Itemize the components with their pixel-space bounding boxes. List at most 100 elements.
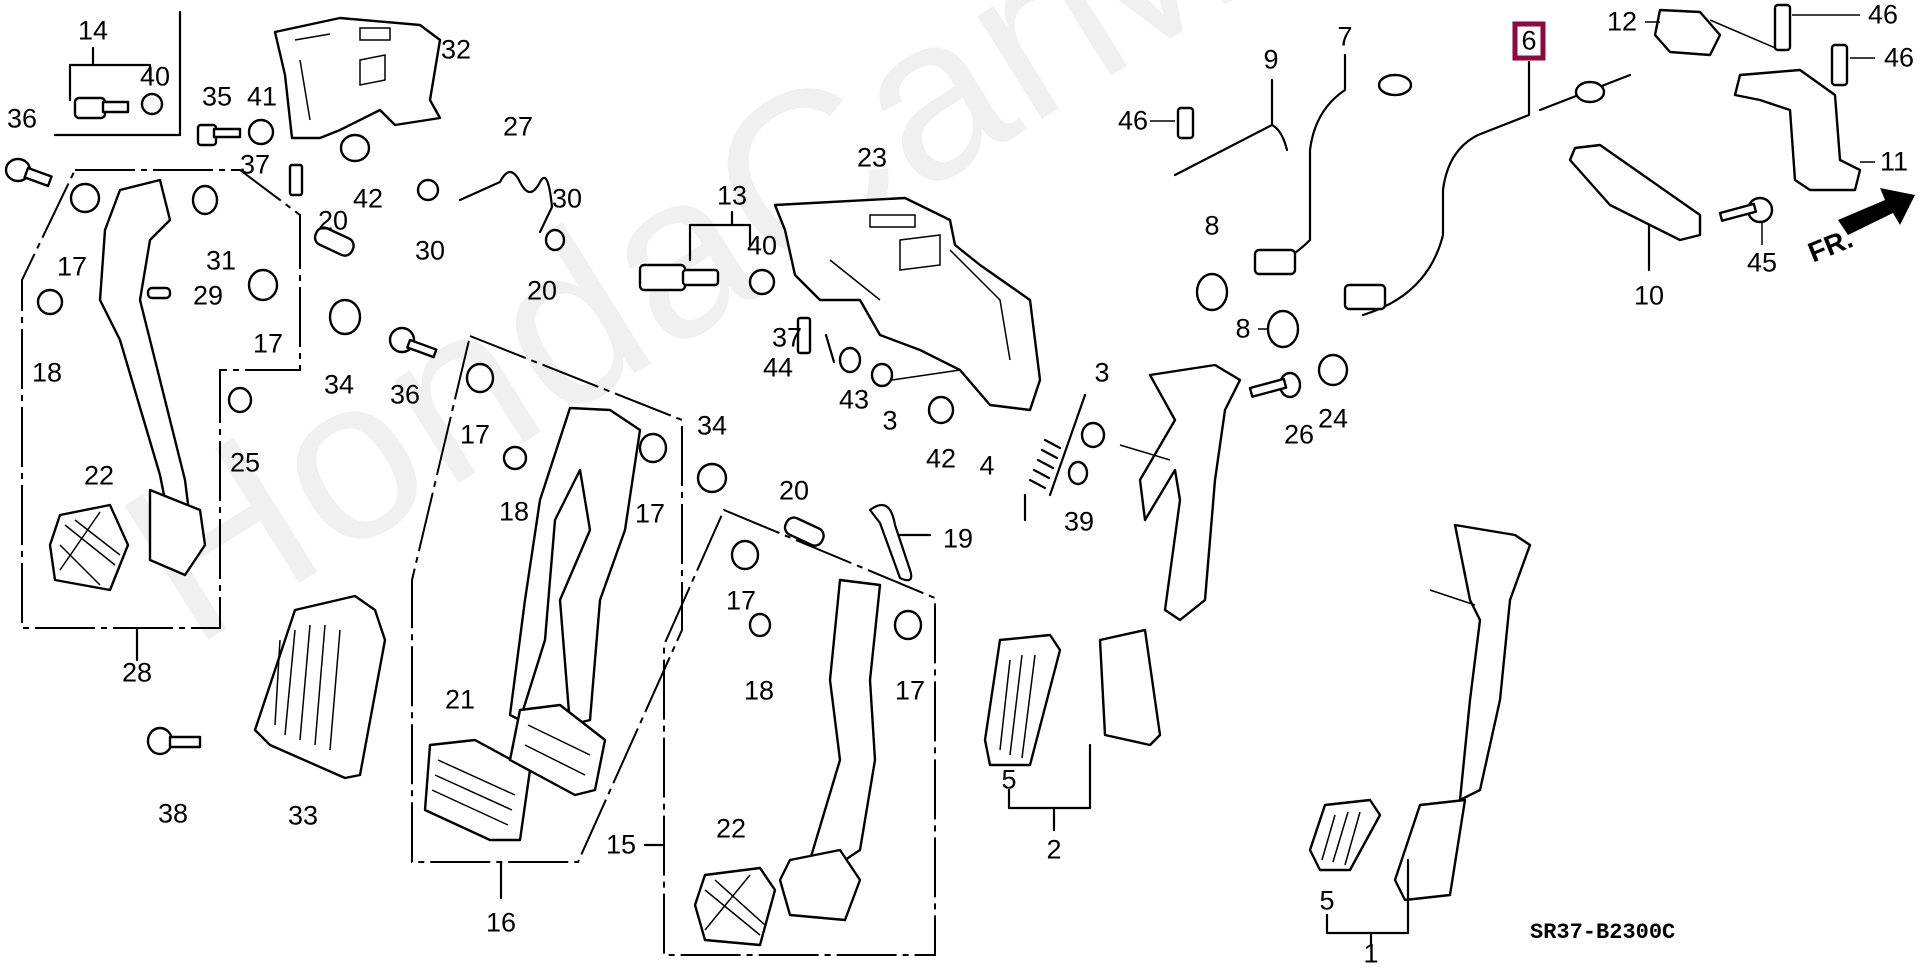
callout-30[interactable]: 30 [414,235,446,266]
callout-17[interactable]: 17 [634,498,666,529]
callout-32[interactable]: 32 [440,34,472,65]
washer-3b [1080,421,1106,449]
callout-5[interactable]: 5 [1001,764,1017,795]
clip-31 [191,184,219,216]
callout-28[interactable]: 28 [121,657,153,688]
callout-7[interactable]: 7 [1337,21,1353,52]
callout-40[interactable]: 40 [139,61,171,92]
callout-24[interactable]: 24 [1317,403,1349,434]
callout-17[interactable]: 17 [894,675,926,706]
callout-3[interactable]: 3 [882,405,898,436]
callout-23[interactable]: 23 [856,142,888,173]
callout-42[interactable]: 42 [925,443,957,474]
cable-6 [1343,60,1632,317]
callout-8[interactable]: 8 [1204,210,1220,241]
callout-46[interactable]: 46 [1883,42,1915,73]
bolt-45 [1718,196,1774,245]
brake-pedal-arm-manual [778,578,882,922]
callout-40[interactable]: 40 [746,230,778,261]
callout-36[interactable]: 36 [389,379,421,410]
callout-13[interactable]: 13 [716,180,748,211]
callout-34[interactable]: 34 [696,410,728,441]
callout-20[interactable]: 20 [526,275,558,306]
callout-6-highlighted[interactable]: 6 [1512,21,1546,61]
pin-44 [824,333,836,364]
callout-18[interactable]: 18 [743,675,775,706]
callout-8[interactable]: 8 [1235,313,1251,344]
bushing-17b [247,268,279,302]
washer-43 [838,346,862,374]
callout-14[interactable]: 14 [77,15,109,46]
collar-20a [313,226,355,257]
callout-34[interactable]: 34 [323,369,355,400]
callout-38[interactable]: 38 [157,798,189,829]
callout-46[interactable]: 46 [1117,105,1149,136]
callout-20[interactable]: 20 [778,475,810,506]
bushing-17a [69,182,101,214]
callout-18[interactable]: 18 [498,496,530,527]
callout-42[interactable]: 42 [352,183,384,214]
nut-42b [927,395,955,425]
bushing-17d [638,432,668,464]
diagram-code: SR37-B2300C [1530,920,1676,945]
callout-36[interactable]: 36 [6,103,38,134]
callout-1[interactable]: 1 [1363,938,1379,969]
fr-arrow [1838,188,1915,235]
callout-43[interactable]: 43 [838,384,870,415]
callout-37[interactable]: 37 [239,149,271,180]
bracket-32 [273,16,442,140]
callout-39[interactable]: 39 [1063,506,1095,537]
bracket-11 [1733,68,1875,192]
callout-35[interactable]: 35 [201,81,233,112]
cable-7 [1253,53,1413,276]
spring-27 [458,170,554,234]
callout-2[interactable]: 2 [1046,834,1062,865]
bolt-46b [1773,3,1860,52]
bracket-10 [1568,143,1702,272]
callout-16[interactable]: 16 [485,907,517,938]
washer-3a [870,362,961,388]
callout-22[interactable]: 22 [83,460,115,491]
callout-15[interactable]: 15 [605,829,637,860]
callout-33[interactable]: 33 [287,800,319,831]
stopper-18a [36,288,64,316]
callout-46[interactable]: 46 [1867,0,1899,30]
callout-17[interactable]: 17 [725,585,757,616]
wire-9 [1173,78,1289,177]
callout-27[interactable]: 27 [502,111,534,142]
nut-34a [328,298,362,336]
callout-4[interactable]: 4 [979,450,995,481]
pedal-pad-auto [508,703,607,797]
callout-3[interactable]: 3 [1094,357,1110,388]
group-box-15 [643,508,936,956]
callout-17[interactable]: 17 [252,328,284,359]
seal-8a [1195,272,1229,312]
callout-19[interactable]: 19 [942,523,974,554]
callout-11[interactable]: 11 [1879,146,1909,177]
callout-22[interactable]: 22 [715,813,747,844]
bracket-12 [1645,8,1781,57]
callout-9[interactable]: 9 [1263,44,1279,75]
callout-21[interactable]: 21 [444,684,476,715]
callout-10[interactable]: 10 [1633,280,1665,311]
pedal-pad-22a [48,503,130,592]
callout-18[interactable]: 18 [31,357,63,388]
callout-17[interactable]: 17 [56,251,88,282]
callout-5[interactable]: 5 [1319,885,1335,916]
callout-30[interactable]: 30 [551,183,583,214]
callout-17[interactable]: 17 [459,419,491,450]
callout-26[interactable]: 26 [1283,419,1315,450]
accelerator-pedal-2 [983,363,1242,832]
callout-29[interactable]: 29 [192,280,224,311]
bracket-23 [773,196,1042,412]
callout-41[interactable]: 41 [246,81,278,112]
callout-37[interactable]: 37 [771,322,803,353]
callout-20[interactable]: 20 [317,205,349,236]
callout-45[interactable]: 45 [1746,247,1778,278]
stopper-18c [748,612,772,638]
callout-25[interactable]: 25 [229,447,261,478]
callout-44[interactable]: 44 [762,352,794,383]
callout-31[interactable]: 31 [205,245,237,276]
callout-12[interactable]: 12 [1606,6,1638,37]
